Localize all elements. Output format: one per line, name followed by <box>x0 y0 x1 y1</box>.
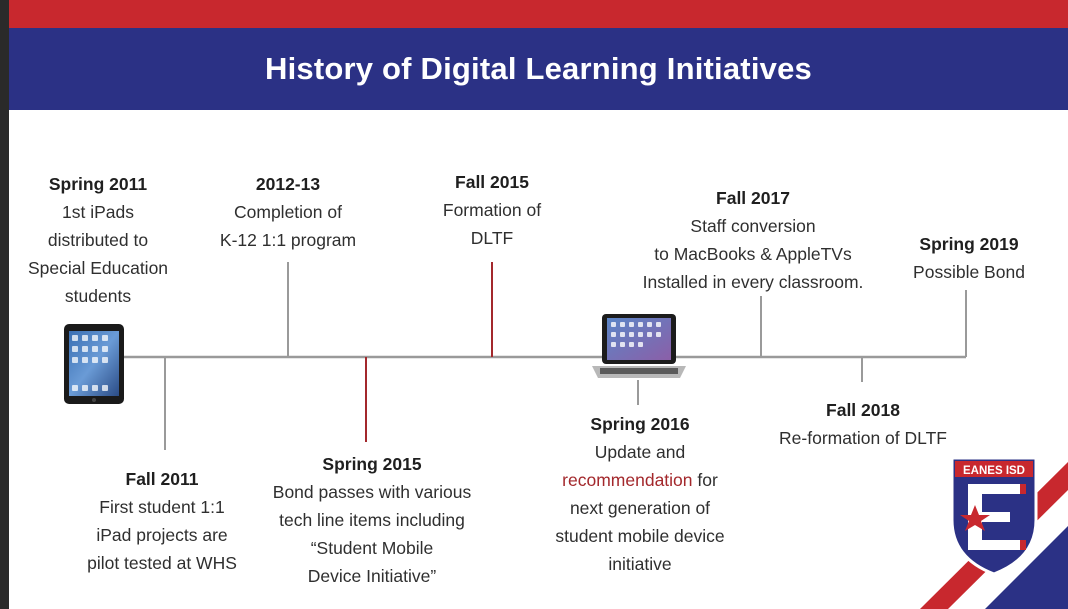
event-heading: Spring 2016 <box>590 414 690 434</box>
logo-star <box>960 505 990 531</box>
logo-text: EANES ISD <box>963 465 1025 477</box>
event-heading: 2012-13 <box>255 174 321 194</box>
event-fall-2018: Fall 2018 Re-formation of DLTF <box>762 396 964 452</box>
event-2012-13: 2012-13 Completion of K-12 1:1 program <box>206 170 370 254</box>
event-text: Formation of DLTF <box>442 200 542 248</box>
event-text: 1st iPads distributed to Special Educati… <box>27 202 169 306</box>
event-text: Possible Bond <box>913 262 1025 282</box>
header-red-stripe <box>9 0 1068 28</box>
event-text: Re-formation of DLTF <box>779 428 947 448</box>
event-text: First student 1:1 iPad projects are pilo… <box>87 497 237 573</box>
event-heading: Fall 2011 <box>125 469 199 489</box>
event-spring-2019: Spring 2019 Possible Bond <box>898 230 1040 286</box>
event-text: Staff conversion to MacBooks & AppleTVs … <box>642 216 864 292</box>
event-spring-2016: Spring 2016 Update and recommendation fo… <box>534 410 746 578</box>
event-heading: Fall 2015 <box>455 172 529 192</box>
event-text: Completion of K-12 1:1 program <box>219 202 357 250</box>
event-heading: Spring 2011 <box>48 174 148 194</box>
event-heading: Spring 2019 <box>919 234 1019 254</box>
event-text: Update and recommendation for next gener… <box>534 438 746 578</box>
event-fall-2011: Fall 2011 First student 1:1 iPad project… <box>72 465 252 577</box>
event-fall-2017: Fall 2017 Staff conversion to MacBooks &… <box>618 184 888 296</box>
event-heading: Fall 2018 <box>826 400 900 420</box>
page-title: History of Digital Learning Initiatives <box>265 51 812 86</box>
event-text-after: for next generation of student mobile de… <box>555 470 725 574</box>
ipad-icon <box>64 324 124 404</box>
event-text-before: Update and <box>594 442 686 462</box>
event-text-highlight: recommendation <box>562 470 693 490</box>
event-spring-2011: Spring 2011 1st iPads distributed to Spe… <box>20 170 176 310</box>
event-heading: Fall 2017 <box>716 188 790 208</box>
left-edge-bar <box>0 0 9 609</box>
event-heading: Spring 2015 <box>322 454 422 474</box>
event-text: Bond passes with various tech line items… <box>272 482 472 586</box>
macbook-icon <box>592 314 686 378</box>
event-fall-2015: Fall 2015 Formation of DLTF <box>420 168 564 252</box>
eanes-isd-logo: EANES ISD <box>950 456 1038 576</box>
event-spring-2015: Spring 2015 Bond passes with various tec… <box>252 450 492 590</box>
title-band: History of Digital Learning Initiatives <box>9 28 1068 110</box>
